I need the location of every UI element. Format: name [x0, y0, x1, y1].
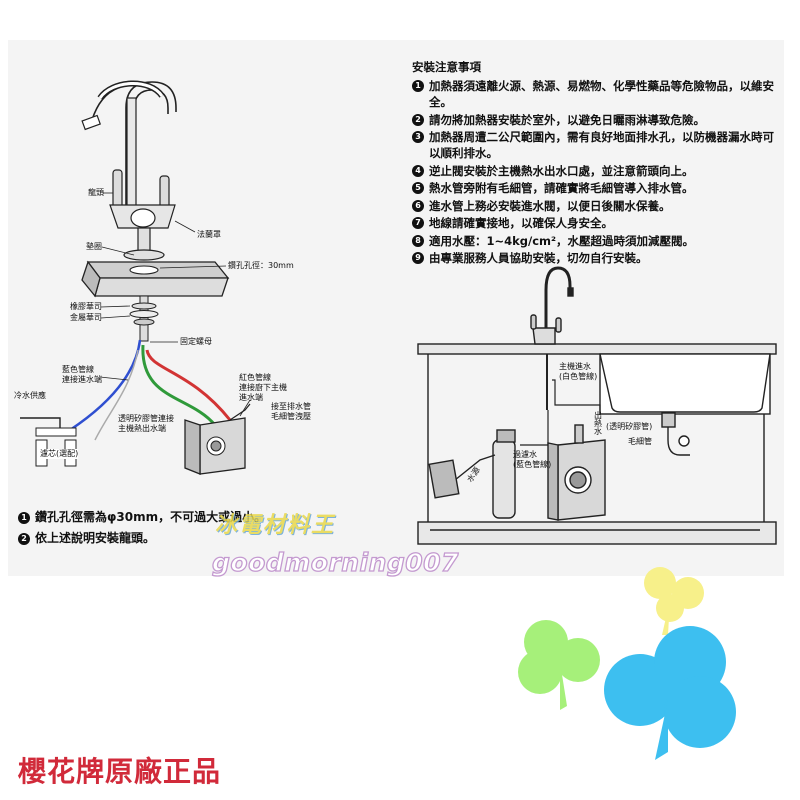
- red-pipe: [145, 349, 232, 421]
- brand-caption: 櫻花牌原廠正品: [18, 755, 222, 788]
- note-number: 4: [412, 164, 424, 177]
- watermark-title: 冰電材料王: [215, 513, 336, 538]
- note-item: 7 地線請確實接地，以確保人身安全。: [412, 215, 782, 231]
- white-pipe: [94, 349, 139, 441]
- note-item: 3 加熱器周遭二公尺範圍內，需有良好地面排水孔，以防機器漏水時可以順利排水。: [412, 129, 782, 161]
- note-text: 適用水壓：1~4kg/cm²，水壓超過時須加減壓閥。: [429, 233, 695, 248]
- note-number: 1: [18, 511, 30, 524]
- note-item: 8 適用水壓：1~4kg/cm²，水壓超過時須加減壓閥。: [412, 233, 782, 249]
- note-number: 1: [412, 80, 424, 92]
- note-item: 6 進水管上務必安裝進水閥，以便日後關水保養。: [412, 198, 782, 214]
- label-gasket: 墊圈: [86, 242, 102, 251]
- note-text: 鑽孔孔徑需為φ30mm，不可過大或過小。: [35, 510, 267, 524]
- counter-slab: [81, 260, 230, 342]
- note-item: 4 逆止閥安裝於主機熱水出水口處，並注意箭頭向上。: [412, 163, 782, 179]
- label-clear-pipe: 透明矽膠管連接 主機熱出水端: [118, 414, 174, 433]
- note-number: 5: [412, 182, 424, 194]
- label-hole: 鑽孔孔徑：30mm: [228, 261, 294, 270]
- label-rubber-nut: 橡膠華司: [70, 302, 102, 311]
- note-number: 6: [412, 199, 424, 212]
- label-filtered: 過濾水 (藍色管線): [513, 450, 552, 469]
- note-text: 地線請確實接地，以確保人身安全。: [429, 216, 613, 230]
- water-heater-left: [184, 403, 251, 475]
- clover-blue: [604, 626, 736, 760]
- clover-yellow: [644, 567, 704, 635]
- installation-notes: 安裝注意事項 1 加熱器須遠離火源、熱源、易燃物、化學性藥品等危險物品，以維安全。…: [412, 59, 782, 268]
- note-number: 2: [18, 532, 30, 545]
- note-number: 2: [412, 113, 424, 126]
- label-clear-tube: (透明矽膠管): [606, 422, 653, 431]
- note-text: 加熱器須遠離火源、熱源、易燃物、化學性藥品等危險物品，以維安全。: [429, 79, 774, 109]
- note-text: 加熱器周遭二公尺範圍內，需有良好地面排水孔，以防機器漏水時可以順利排水。: [429, 130, 774, 160]
- label-red-pipe: 紅色管線 連接廚下主機 進水端: [239, 373, 287, 402]
- note-number: 7: [412, 217, 424, 229]
- note-item: 1 加熱器須遠離火源、熱源、易燃物、化學性藥品等危險物品，以維安全。: [412, 78, 782, 110]
- note-item: 2 請勿將加熱器安裝於室外，以避免日曬雨淋導致危險。: [412, 112, 782, 128]
- note-text: 逆止閥安裝於主機熱水出水口處，並注意箭頭向上。: [429, 163, 694, 178]
- clover-green: [518, 620, 600, 710]
- note-text: 請勿將加熱器安裝於室外，以避免日曬雨淋導致危險。: [429, 112, 705, 127]
- label-outlet: 出 熱 水: [594, 411, 602, 436]
- notes-heading: 安裝注意事項: [412, 60, 481, 74]
- note-item: 5 熱水管旁附有毛細管，請確實將毛細管導入排水管。: [412, 180, 782, 196]
- label-fix-nut: 固定螺母: [180, 337, 212, 346]
- note-text: 由專業服務人員協助安裝，切勿自行安裝。: [429, 251, 648, 265]
- label-faucet: 龍頭: [88, 188, 104, 197]
- cold-water-supply: [20, 417, 77, 467]
- faucet-drawing: [81, 80, 176, 261]
- label-capillary: 毛細管: [628, 437, 652, 446]
- label-blue-pipe: 藍色管線 連接進水端: [62, 365, 102, 384]
- bottom-note-2: 2 依上述說明安裝龍頭。: [18, 529, 155, 546]
- note-text: 熱水管旁附有毛細管，請確實將毛細管導入排水管。: [429, 181, 694, 195]
- note-number: 8: [412, 234, 424, 247]
- label-flange: 法蘭罩: [197, 230, 221, 239]
- label-cold-supply: 冷水供應: [14, 391, 46, 400]
- note-text: 依上述說明安裝龍頭。: [35, 531, 156, 545]
- label-main-inlet: 主機進水 (白色管線): [559, 362, 598, 381]
- green-pipe: [141, 344, 217, 426]
- note-number: 3: [412, 131, 424, 143]
- label-metal-nut: 金屬華司: [70, 313, 102, 322]
- bottom-note-1: 1 鑽孔孔徑需為φ30mm，不可過大或過小。: [18, 508, 266, 525]
- note-text: 進水管上務必安裝進水閥，以便日後關水保養。: [429, 198, 671, 213]
- label-drain: 接至排水管 毛細管洩壓: [271, 402, 311, 421]
- note-number: 9: [412, 252, 424, 264]
- note-item: 9 由專業服務人員協助安裝，切勿自行安裝。: [412, 250, 782, 266]
- watermark-id: goodmorning007: [211, 547, 459, 577]
- cabinet-drawing: [417, 266, 777, 545]
- label-filter: 濾芯(選配): [40, 449, 79, 459]
